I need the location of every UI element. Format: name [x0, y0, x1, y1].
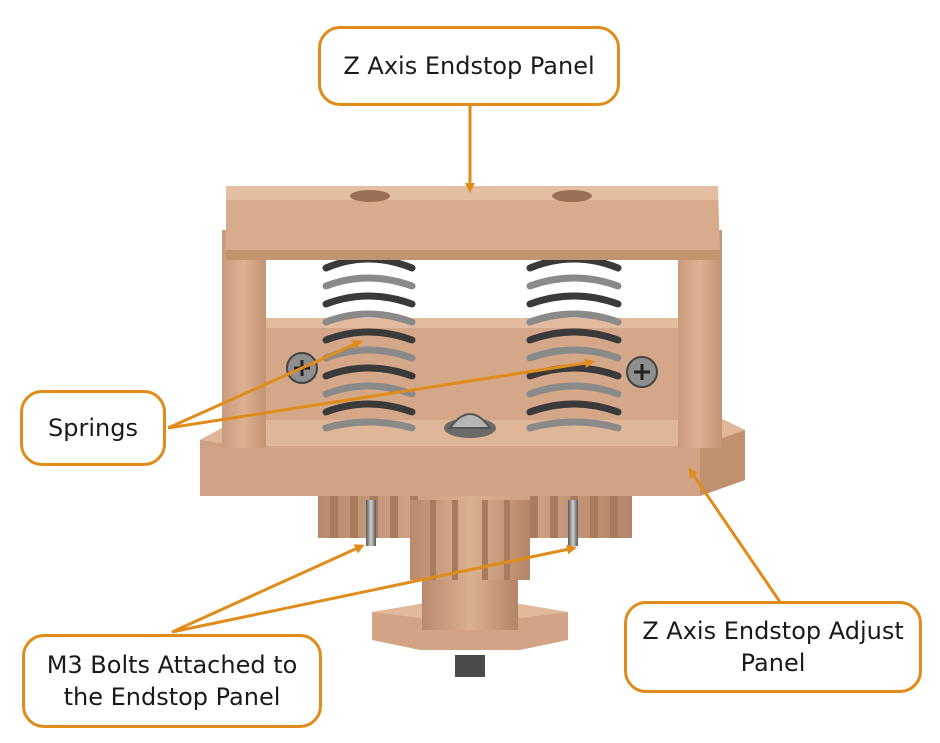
callout-adjust-panel-line1: Z Axis Endstop Adjust	[642, 616, 904, 645]
center-screw	[444, 413, 496, 438]
m3-bolt-right	[568, 500, 578, 546]
spring-right	[526, 255, 622, 432]
arrows	[167, 106, 782, 634]
callout-m3-bolts-line1: M3 Bolts Attached to	[46, 650, 298, 679]
arrow-bolt-left	[171, 544, 365, 634]
callout-endstop-panel-text: Z Axis Endstop Panel	[343, 51, 595, 80]
arrow-adjust-panel	[688, 467, 782, 603]
arrow-bolt-right	[171, 544, 577, 634]
callout-m3-bolts: M3 Bolts Attached to the Endstop Panel	[22, 634, 322, 728]
arrow-spring-right	[167, 358, 595, 430]
endstop-panel	[226, 186, 720, 260]
callout-m3-bolts-line2: the Endstop Panel	[63, 683, 281, 711]
callout-adjust-panel: Z Axis Endstop Adjust Panel	[624, 601, 922, 693]
arrow-spring-left	[167, 340, 363, 430]
callout-endstop-panel: Z Axis Endstop Panel	[318, 26, 620, 106]
m3-bolt-left	[366, 500, 376, 546]
callout-springs-text: Springs	[48, 413, 138, 442]
side-screw-right	[626, 356, 658, 388]
callout-adjust-panel-line2: Panel	[740, 649, 806, 677]
gear	[318, 488, 632, 580]
pillar-right	[678, 230, 722, 448]
pillar-left	[222, 230, 266, 448]
callout-springs: Springs	[20, 390, 166, 466]
spring-left	[322, 255, 416, 432]
